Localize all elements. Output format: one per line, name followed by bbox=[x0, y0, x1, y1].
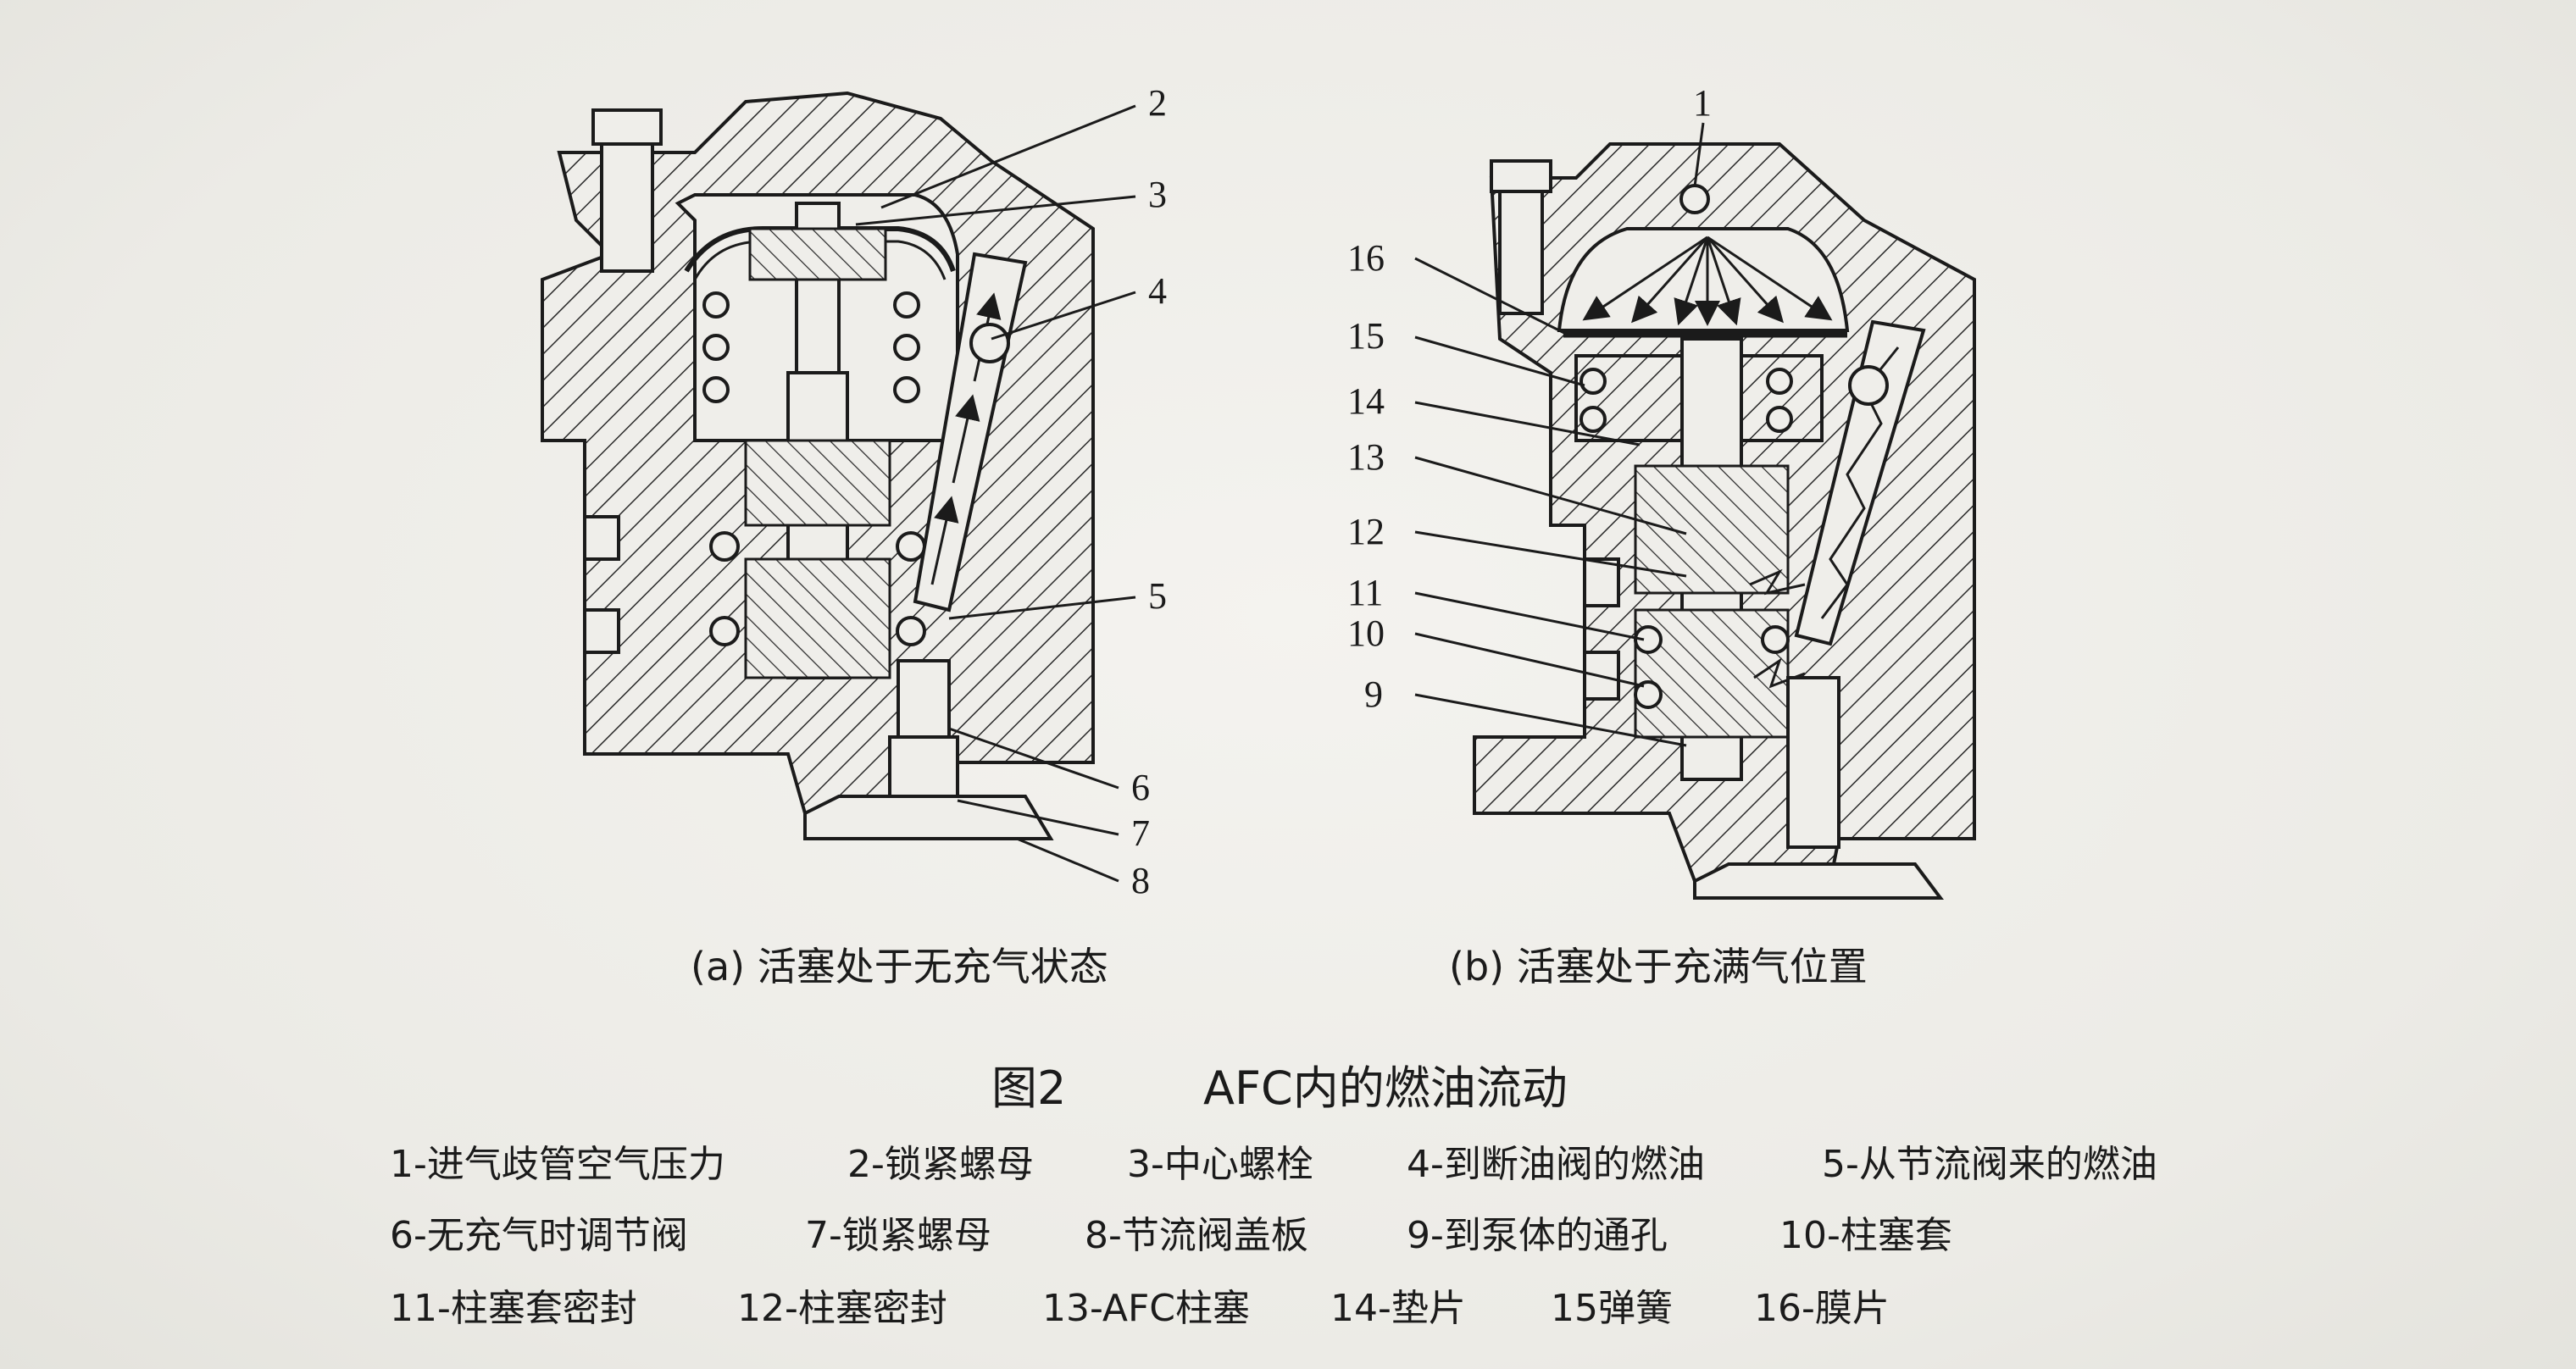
legend-item-10: 10-柱塞套 bbox=[1779, 1214, 1952, 1257]
callout-7: 7 bbox=[1131, 812, 1150, 854]
legend-item-4: 4-到断油阀的燃油 bbox=[1407, 1143, 1705, 1186]
panel-b-caption: (b) 活塞处于充满气位置 bbox=[1449, 944, 1868, 989]
legend-item-2: 2-锁紧螺母 bbox=[847, 1143, 1034, 1186]
legend-item-9: 9-到泵体的通孔 bbox=[1407, 1214, 1668, 1257]
callout-9: 9 bbox=[1364, 673, 1383, 715]
legend-item-14: 14-垫片 bbox=[1330, 1287, 1466, 1330]
panel-b-drawing bbox=[1414, 122, 1976, 900]
figure-title: AFC内的燃油流动 bbox=[1203, 1061, 1568, 1115]
callout-12: 12 bbox=[1347, 511, 1385, 552]
callout-6: 6 bbox=[1131, 767, 1150, 808]
legend-item-16: 16-膜片 bbox=[1754, 1287, 1890, 1330]
callout-16: 16 bbox=[1347, 237, 1385, 279]
figure-number: 图2 bbox=[991, 1061, 1067, 1115]
legend-item-13: 13-AFC柱塞 bbox=[1042, 1287, 1251, 1330]
panel-a-caption: (a) 活塞处于无充气状态 bbox=[691, 944, 1108, 989]
panel-a-spring bbox=[702, 291, 920, 403]
callout-3: 3 bbox=[1148, 174, 1167, 215]
callout-2: 2 bbox=[1148, 82, 1167, 124]
panel-b-cover-plate bbox=[1693, 862, 1944, 900]
legend-item-3: 3-中心螺栓 bbox=[1127, 1143, 1313, 1186]
callout-10: 10 bbox=[1347, 612, 1385, 654]
panel-b-air-chamber bbox=[1557, 227, 1850, 332]
legend-item-7: 7-锁紧螺母 bbox=[805, 1214, 991, 1257]
panel-b-leader-lines bbox=[1414, 122, 1705, 747]
legend-item-6: 6-无充气时调节阀 bbox=[390, 1214, 688, 1257]
callout-4: 4 bbox=[1148, 270, 1167, 312]
legend-item-1: 1-进气歧管空气压力 bbox=[390, 1143, 725, 1186]
callout-15: 15 bbox=[1347, 315, 1385, 357]
panel-b-cross-flow bbox=[1749, 568, 1806, 596]
panel-b-seals bbox=[1634, 625, 1790, 709]
legend-item-12: 12-柱塞密封 bbox=[737, 1287, 947, 1330]
panel-b-pressure-arrows bbox=[1582, 236, 1833, 326]
panel-b-fuel-passage bbox=[1794, 319, 1926, 646]
panel-b-spring bbox=[1579, 368, 1793, 433]
callout-13: 13 bbox=[1347, 436, 1385, 478]
panel-a-drawing bbox=[541, 91, 1136, 883]
callout-5: 5 bbox=[1148, 575, 1167, 617]
callout-8: 8 bbox=[1131, 860, 1150, 901]
callout-1: 1 bbox=[1693, 82, 1712, 124]
legend-item-8: 8-节流阀盖板 bbox=[1085, 1214, 1308, 1257]
panel-a-leader-lines bbox=[855, 104, 1136, 883]
legend-item-5: 5-从节流阀来的燃油 bbox=[1822, 1143, 2157, 1186]
legend-item-11: 11-柱塞套密封 bbox=[390, 1287, 637, 1330]
callout-14: 14 bbox=[1347, 380, 1385, 422]
legend-item-15: 15弹簧 bbox=[1551, 1287, 1673, 1330]
callout-11: 11 bbox=[1347, 572, 1384, 613]
panel-a-seals bbox=[709, 531, 926, 646]
panel-a-cover-plate bbox=[803, 795, 1054, 840]
